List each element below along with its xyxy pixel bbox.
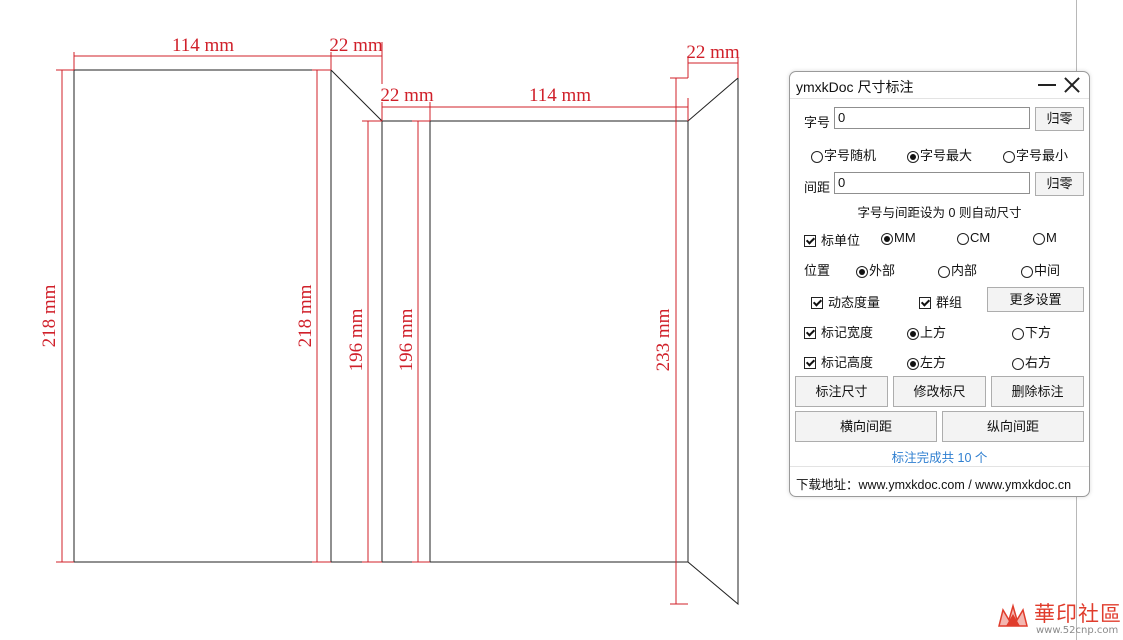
radio-dot-icon <box>1003 151 1015 163</box>
radio-height-left[interactable]: 左方 <box>907 352 946 371</box>
watermark: 華印社區 www.52cnp.com <box>990 598 1123 640</box>
font-size-label: 字号 <box>804 115 831 130</box>
dimension-tool-panel: ymxkDoc 尺寸标注 字号 0 归零 字号随机 字号最大 字号最小 间距 0… <box>789 71 1090 497</box>
radio-dot-icon <box>907 358 919 370</box>
radio-font-min[interactable]: 字号最小 <box>1003 145 1068 164</box>
group-checkbox[interactable]: 群组 <box>919 292 962 311</box>
spacing-label: 间距 <box>804 180 831 195</box>
checkbox-icon <box>804 357 816 369</box>
font-size-reset-button[interactable]: 归零 <box>1035 107 1084 131</box>
watermark-logo-icon <box>998 603 1028 627</box>
radio-dot-icon <box>1033 233 1045 245</box>
horizontal-spacing-button[interactable]: 横向间距 <box>795 411 937 442</box>
vertical-spacing-button[interactable]: 纵向间距 <box>942 411 1084 442</box>
dim-label-top-left-width: 114 mm <box>172 35 234 56</box>
mid-inner-strip-outline <box>417 120 431 563</box>
checkbox-icon <box>804 327 816 339</box>
radio-dot-icon <box>1021 266 1033 278</box>
dim-label-top-right-gap: 22 mm <box>686 42 740 63</box>
auto-size-note: 字号与间距设为 0 则自动尺寸 <box>857 206 1022 220</box>
radio-dot-icon <box>856 266 868 278</box>
panel-title: ymxkDoc 尺寸标注 <box>796 79 914 95</box>
radio-dot-icon <box>881 233 893 245</box>
radio-height-right[interactable]: 右方 <box>1012 352 1051 371</box>
radio-font-max[interactable]: 字号最大 <box>907 145 972 164</box>
dim-label-mid-gap: 22 mm <box>380 85 434 106</box>
dynamic-measure-checkbox[interactable]: 动态度量 <box>811 292 880 311</box>
spacing-reset-button[interactable]: 归零 <box>1035 172 1084 196</box>
mark-height-checkbox[interactable]: 标记高度 <box>804 352 873 371</box>
left-panel-outline <box>73 69 332 563</box>
radio-position-outside[interactable]: 外部 <box>856 260 895 279</box>
radio-position-inside[interactable]: 内部 <box>938 260 977 279</box>
watermark-text: 華印社區 <box>1034 602 1122 626</box>
dim-label-mid-height-1: 196 mm <box>346 308 367 371</box>
font-size-input[interactable]: 0 <box>834 107 1030 129</box>
radio-position-middle[interactable]: 中间 <box>1021 260 1060 279</box>
dim-label-left-height-inner: 218 mm <box>295 284 316 347</box>
radio-dot-icon <box>957 233 969 245</box>
position-label: 位置 <box>804 263 831 278</box>
dim-label-right-height: 233 mm <box>653 308 674 371</box>
radio-unit-mm[interactable]: MM <box>881 230 916 245</box>
dim-label-top-left-gap: 22 mm <box>329 35 383 56</box>
close-icon[interactable] <box>1060 73 1084 97</box>
radio-unit-m[interactable]: M <box>1033 230 1057 245</box>
radio-dot-icon <box>811 151 823 163</box>
radio-font-random[interactable]: 字号随机 <box>811 145 876 164</box>
checkbox-icon <box>804 235 816 247</box>
right-gusset-outline <box>687 76 739 606</box>
radio-unit-cm[interactable]: CM <box>957 230 990 245</box>
radio-width-top[interactable]: 上方 <box>907 322 946 341</box>
minimize-icon[interactable] <box>1035 73 1059 97</box>
radio-dot-icon <box>907 328 919 340</box>
radio-width-bottom[interactable]: 下方 <box>1012 322 1051 341</box>
dim-label-mid-width: 114 mm <box>529 85 591 106</box>
unit-checkbox[interactable]: 标单位 <box>804 230 860 249</box>
radio-dot-icon <box>938 266 950 278</box>
dim-label-left-height-outer: 218 mm <box>39 284 60 347</box>
download-address[interactable]: 下载地址：www.ymxkdoc.com / www.ymxkdoc.cn <box>796 478 1072 492</box>
delete-annotation-button[interactable]: 删除标注 <box>991 376 1084 407</box>
radio-dot-icon <box>1012 328 1024 340</box>
checkbox-icon <box>811 297 823 309</box>
radio-dot-icon <box>907 151 919 163</box>
watermark-url: www.52cnp.com <box>1036 625 1119 636</box>
modify-ruler-button[interactable]: 修改标尺 <box>893 376 986 407</box>
center-panel-outline <box>429 120 689 563</box>
radio-dot-icon <box>1012 358 1024 370</box>
mark-width-checkbox[interactable]: 标记宽度 <box>804 322 873 341</box>
more-settings-button[interactable]: 更多设置 <box>987 287 1084 312</box>
dimension-lines <box>56 42 739 605</box>
dim-label-mid-height-2: 196 mm <box>396 308 417 371</box>
checkbox-icon <box>919 297 931 309</box>
annotate-size-button[interactable]: 标注尺寸 <box>795 376 888 407</box>
panel-titlebar[interactable]: ymxkDoc 尺寸标注 <box>790 72 1089 99</box>
panel-footer: 下载地址：www.ymxkdoc.com / www.ymxkdoc.cn <box>790 466 1089 497</box>
status-message: 标注完成共 10 个 <box>891 451 988 465</box>
spacing-input[interactable]: 0 <box>834 172 1030 194</box>
